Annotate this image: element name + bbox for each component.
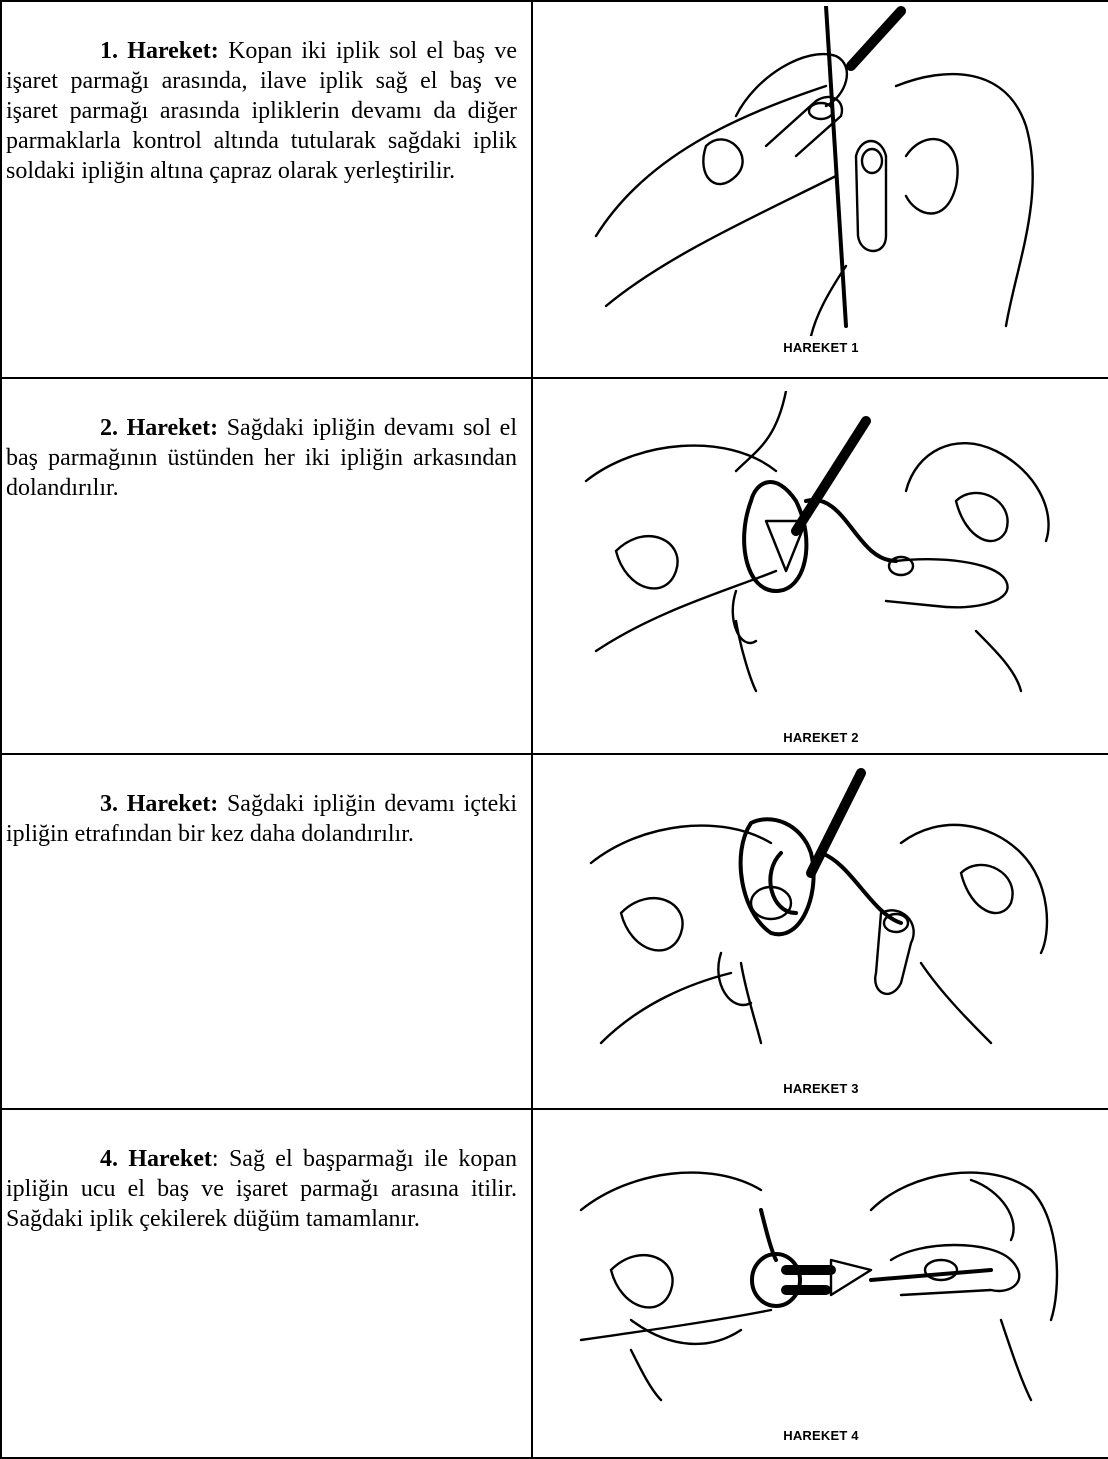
hands-knot-illustration-2 (576, 391, 1066, 711)
step-body-2: Sağdaki ipliğin devamı sol el baş parmağ… (6, 415, 517, 501)
step-row-4: 4. Hareket: Sağ el başparmağı ile kopan … (1, 1109, 1108, 1458)
step-figure-cell-1: HAREKET 1 (532, 1, 1108, 378)
figure-caption-2: HAREKET 2 (533, 730, 1108, 745)
hands-knot-illustration-3 (581, 763, 1061, 1063)
step-title-2: 2. Hareket: (100, 415, 218, 441)
step-description-4: 4. Hareket: Sağ el başparmağı ile kopan … (6, 1144, 517, 1234)
step-body-4: : Sağ el başparmağı ile kopan ipliğin uc… (6, 1146, 517, 1232)
step-body-1: Kopan iki iplik sol el baş ve işaret par… (6, 38, 517, 184)
step-text-cell-4: 4. Hareket: Sağ el başparmağı ile kopan … (1, 1109, 532, 1458)
step-figure-cell-4: HAREKET 4 (532, 1109, 1108, 1458)
step-body-3: Sağdaki ipliğin devamı içteki ipliğin et… (6, 791, 517, 847)
step-row-2: 2. Hareket: Sağdaki ipliğin devamı sol e… (1, 378, 1108, 754)
step-figure-cell-3: HAREKET 3 (532, 754, 1108, 1109)
figure-caption-4: HAREKET 4 (533, 1428, 1108, 1443)
step-title-4: 4. Hareket (100, 1146, 212, 1172)
step-description-1: 1. Hareket: Kopan iki iplik sol el baş v… (6, 36, 517, 186)
step-text-cell-2: 2. Hareket: Sağdaki ipliğin devamı sol e… (1, 378, 532, 754)
figure-caption-3: HAREKET 3 (533, 1081, 1108, 1096)
step-figure-cell-2: HAREKET 2 (532, 378, 1108, 754)
step-text-cell-3: 3. Hareket: Sağdaki ipliğin devamı içtek… (1, 754, 532, 1109)
hands-knot-illustration-1 (586, 6, 1056, 336)
figure-caption-1: HAREKET 1 (533, 340, 1108, 355)
step-title-3: 3. Hareket: (100, 791, 218, 817)
step-title-1: 1. Hareket: (100, 38, 219, 64)
step-row-1: 1. Hareket: Kopan iki iplik sol el baş v… (1, 1, 1108, 378)
step-description-2: 2. Hareket: Sağdaki ipliğin devamı sol e… (6, 413, 517, 503)
step-description-3: 3. Hareket: Sağdaki ipliğin devamı içtek… (6, 789, 517, 849)
step-row-3: 3. Hareket: Sağdaki ipliğin devamı içtek… (1, 754, 1108, 1109)
step-text-cell-1: 1. Hareket: Kopan iki iplik sol el baş v… (1, 1, 532, 378)
hands-knot-illustration-4 (571, 1120, 1071, 1410)
